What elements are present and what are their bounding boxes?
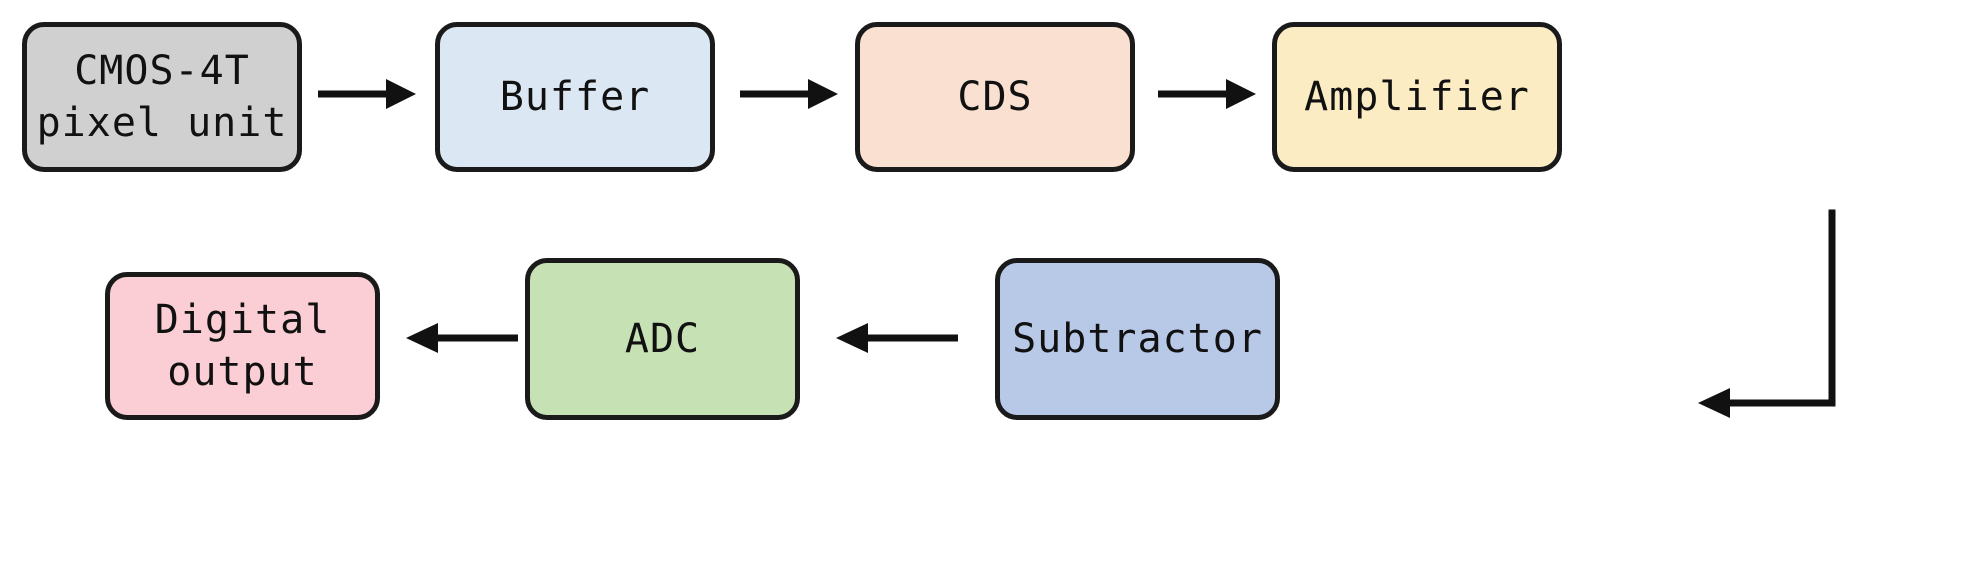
node-subtractor[interactable]: Subtractor bbox=[995, 258, 1280, 420]
arrow-amplifier-to-subtractor bbox=[1690, 205, 1890, 445]
node-amplifier[interactable]: Amplifier bbox=[1272, 22, 1562, 172]
arrow-adc-to-digital-output bbox=[400, 318, 520, 358]
arrow-subtractor-to-adc bbox=[830, 318, 960, 358]
arrow-cmos-to-buffer bbox=[318, 74, 418, 114]
node-digital-output[interactable]: Digital output bbox=[105, 272, 380, 420]
node-cmos-4t-pixel-unit[interactable]: CMOS-4T pixel unit bbox=[22, 22, 302, 172]
node-adc[interactable]: ADC bbox=[525, 258, 800, 420]
node-cds[interactable]: CDS bbox=[855, 22, 1135, 172]
node-buffer[interactable]: Buffer bbox=[435, 22, 715, 172]
arrow-cds-to-amplifier bbox=[1158, 74, 1258, 114]
arrow-buffer-to-cds bbox=[740, 74, 840, 114]
